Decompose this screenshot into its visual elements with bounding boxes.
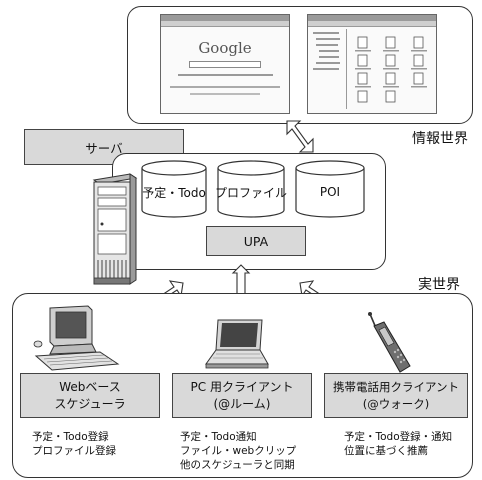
- laptop-icon: [205, 319, 269, 369]
- mobile-client-label-line1: 携帯電話用クライアント: [332, 379, 460, 394]
- desktop-computer-icon: [33, 305, 120, 371]
- file-icons: [355, 36, 427, 103]
- mobile-client-notes: 予定・Todo登録・通知 位置に基づく推薦: [344, 430, 452, 458]
- mobile-client-box: 携帯電話用クライアント (@ウォーク): [324, 373, 468, 418]
- mobile-client-note: 位置に基づく推薦: [344, 445, 428, 457]
- pc-client-note: 他のスケジューラと同期: [180, 459, 295, 471]
- web-scheduler-note: プロファイル登録: [32, 445, 116, 457]
- arrow-info-server: [286, 120, 314, 153]
- db-poi-label: POI: [319, 185, 341, 199]
- real-world-label: 実世界: [418, 277, 460, 293]
- db-profile-label: プロファイル: [215, 185, 288, 200]
- web-scheduler-label-line1: Webベース: [59, 379, 121, 394]
- mobile-client-note: 予定・Todo登録・通知: [344, 431, 453, 443]
- google-logo: Google: [198, 39, 252, 57]
- mobile-phone-icon: [368, 312, 411, 373]
- db-profile: [217, 160, 285, 218]
- file-browser-screenshot: [307, 14, 437, 114]
- pc-client-label-line2: (@ルーム): [213, 396, 271, 411]
- pc-client-notes: 予定・Todo通知 ファイル・webクリップ 他のスケジューラと同期: [180, 430, 296, 472]
- mobile-client-label-line2: (@ウォーク): [362, 396, 430, 411]
- screenshot-text-line: [170, 86, 280, 88]
- server-label: サーバ: [85, 140, 123, 156]
- web-scheduler-note: 予定・Todo登録: [32, 431, 109, 443]
- web-scheduler-label-line2: スケジューラ: [54, 396, 126, 411]
- search-box: [189, 61, 261, 68]
- screenshot-text-line: [190, 93, 260, 95]
- db-schedule-todo-label: 予定・Todo: [142, 185, 206, 200]
- server-tower-icon: [92, 173, 138, 285]
- pc-client-note: 予定・Todo通知: [180, 431, 257, 443]
- database-cylinders: [141, 160, 365, 218]
- browser-screenshot: Google: [160, 14, 290, 114]
- db-schedule-todo: [141, 160, 207, 218]
- file-icons-grid: [354, 35, 432, 109]
- upa-label: UPA: [243, 233, 269, 249]
- file-browser-toolbar: [308, 21, 436, 27]
- web-scheduler-notes: 予定・Todo登録 プロファイル登録: [32, 430, 116, 458]
- file-browser-titlebar: [308, 15, 436, 21]
- pc-client-label-line1: PC 用クライアント: [190, 379, 294, 394]
- db-poi: [295, 160, 365, 218]
- screenshot-text-line: [177, 74, 273, 76]
- pc-client-box: PC 用クライアント (@ルーム): [172, 373, 312, 418]
- browser-titlebar: [161, 15, 289, 21]
- upa-box: UPA: [206, 226, 306, 256]
- pc-client-note: ファイル・webクリップ: [180, 445, 297, 457]
- folder-tree-pane: [310, 29, 347, 109]
- browser-toolbar: [161, 21, 289, 27]
- info-world-label: 情報世界: [412, 131, 468, 147]
- web-scheduler-box: Webベース スケジューラ: [20, 373, 160, 418]
